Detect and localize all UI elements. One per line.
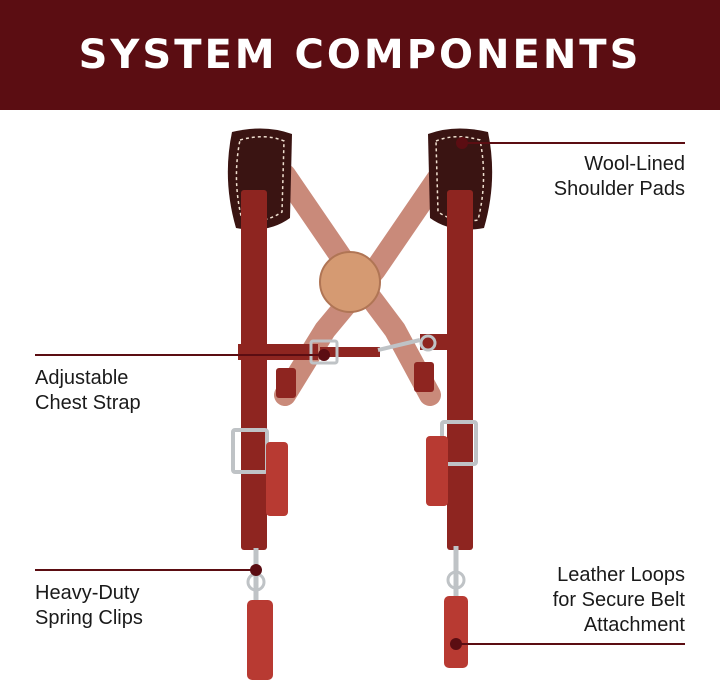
label-shoulder-pads: Wool-Lined Shoulder Pads — [553, 153, 685, 200]
label-leather-loops: Leather Loops for Secure Belt Attachment — [552, 564, 685, 636]
spring-clip-right — [446, 546, 466, 598]
page-title: SYSTEM COMPONENTS — [78, 32, 642, 78]
belt-loop-upper-left — [266, 442, 288, 516]
callout-spring-clips — [35, 564, 262, 576]
label-spring-clips: Heavy-Duty Spring Clips — [35, 582, 143, 629]
title-banner: SYSTEM COMPONENTS — [0, 0, 720, 110]
front-strap-left — [231, 190, 269, 550]
shoulder-pad-right — [428, 128, 493, 230]
callout-shoulder-pads — [456, 137, 685, 149]
back-cross-straps — [274, 164, 451, 406]
center-ring-patch — [319, 251, 381, 313]
callout-chest-strap — [35, 349, 330, 361]
chest-strap — [238, 334, 472, 365]
belt-loop-upper-right — [426, 436, 448, 506]
leather-loop-left — [247, 600, 273, 680]
leather-loop-right — [444, 596, 468, 668]
label-chest-strap: Adjustable Chest Strap — [35, 367, 141, 414]
callout-leather-loops — [450, 638, 685, 650]
